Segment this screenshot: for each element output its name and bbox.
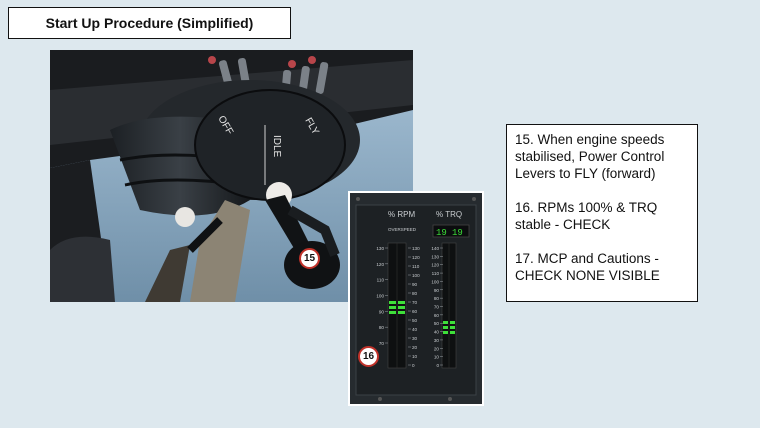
cockpit-lever-photo: OFF IDLE FLY <box>50 50 413 302</box>
trq-scale-label-14: 0 <box>436 363 439 368</box>
rpm-scale-left-label-1: 120 <box>376 262 384 267</box>
slide-title: Start Up Procedure (Simplified) <box>45 15 254 31</box>
step-marker-16: 16 <box>358 346 379 367</box>
rpm-scale-left-label-4: 90 <box>379 309 385 314</box>
trq-scale-label-3: 110 <box>432 271 440 276</box>
trq-scale-label-4: 100 <box>431 279 439 284</box>
rpm-scale-left-label-5: 80 <box>379 325 385 330</box>
trq-scale-label-6: 80 <box>434 296 440 301</box>
trq-scale-label-5: 90 <box>434 288 440 293</box>
rpm-scale-right-label-13: 0 <box>412 363 415 368</box>
slide-title-box: Start Up Procedure (Simplified) <box>8 7 291 39</box>
trq-scale-label-1: 130 <box>431 254 439 259</box>
rpm-scale-right-label-5: 80 <box>412 291 418 296</box>
step-17-text: 17. MCP and Cautions - CHECK NONE VISIBL… <box>515 251 660 283</box>
trq-scale-label-10: 40 <box>434 330 440 335</box>
rpm-scale-right-label-0: 130 <box>412 246 420 251</box>
trq-readout-1: 19 <box>436 228 447 238</box>
rpm-scale-right-label-10: 30 <box>412 336 418 341</box>
step-marker-15-label: 15 <box>303 253 316 264</box>
rpm-trq-gauge-panel: % RPM % TRQ OVERSPEED 19 19 130120110100… <box>350 193 482 404</box>
rpm-scale-right-label-1: 120 <box>412 255 420 260</box>
rpm-scale-right-label-8: 50 <box>412 318 418 323</box>
rpm-scale-right-label-4: 90 <box>412 282 418 287</box>
rpm-scale-left-label-6: 70 <box>379 341 385 346</box>
step-marker-16-label: 16 <box>362 351 375 362</box>
trq-readout-2: 19 <box>452 228 463 238</box>
rpm-scale-right-label-7: 60 <box>412 309 418 314</box>
rpm-scale-right-label-6: 70 <box>412 300 418 305</box>
trq-scale-label-12: 20 <box>434 346 440 351</box>
step-16-text: 16. RPMs 100% & TRQ stable - CHECK <box>515 200 658 232</box>
step-marker-15: 15 <box>299 248 320 269</box>
trq-scale-label-2: 120 <box>431 263 439 268</box>
rpm-scale-right-label-12: 10 <box>412 354 418 359</box>
rpm-title: % RPM <box>388 210 415 219</box>
rpm-scale-right-label-3: 100 <box>412 273 420 278</box>
rpm-scale-right-label-11: 20 <box>412 345 418 350</box>
trq-title: % TRQ <box>436 210 462 219</box>
overspeed-label: OVERSPEED <box>388 227 417 232</box>
trq-scale-label-7: 70 <box>434 305 440 310</box>
rpm-scale-left-label-0: 130 <box>376 246 384 251</box>
trq-scale-label-8: 60 <box>434 313 440 318</box>
instruction-steps-box: 15. When engine speeds stabilised, Power… <box>506 124 698 302</box>
step-15-text: 15. When engine speeds stabilised, Power… <box>515 132 665 181</box>
rpm-scale-left-label-2: 110 <box>377 278 385 283</box>
rpm-scale-right-label-9: 40 <box>412 327 418 332</box>
rpm-scale-left-label-3: 100 <box>376 294 384 299</box>
trq-scale-label-11: 30 <box>434 338 440 343</box>
trq-scale-label-0: 140 <box>431 246 439 251</box>
lever-label-idle: IDLE <box>271 135 282 158</box>
rpm-scale-right-label-2: 110 <box>412 264 420 269</box>
trq-scale-label-9: 50 <box>434 321 440 326</box>
cockpit-lever-illustration: OFF IDLE FLY <box>50 50 413 302</box>
trq-scale-label-13: 10 <box>434 355 440 360</box>
